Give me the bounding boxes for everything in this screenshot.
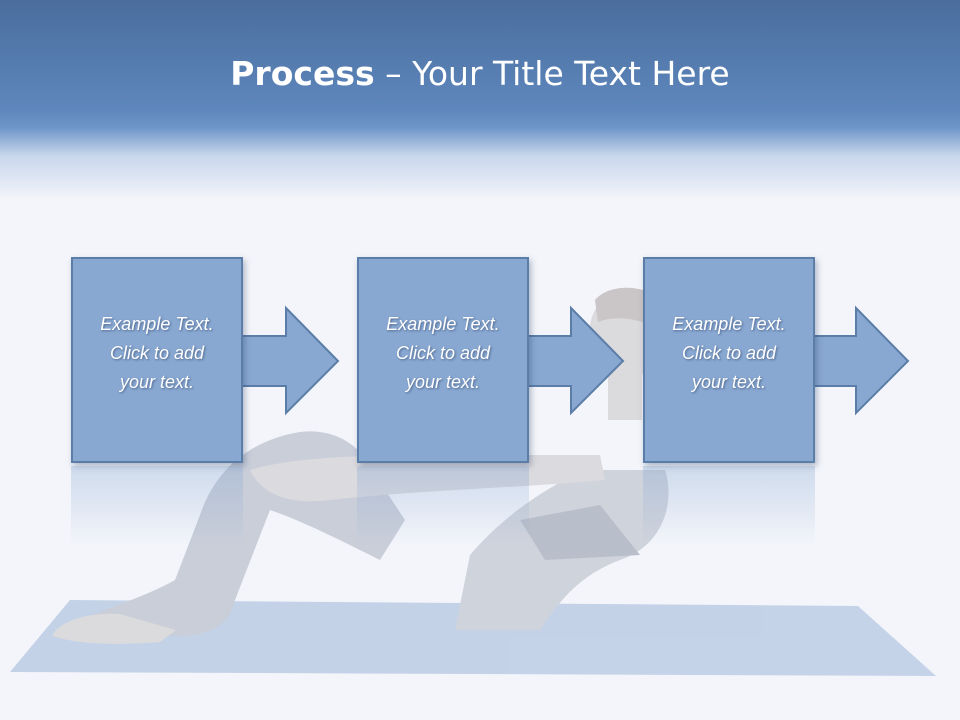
step-box-1-reflection <box>71 466 243 546</box>
yoga-mat <box>10 600 936 676</box>
arm-figure <box>250 455 605 502</box>
step-box-3-reflection <box>643 466 815 546</box>
step-text-2[interactable]: Example Text. Click to add your text. <box>386 314 500 392</box>
arrow-3 <box>808 305 910 416</box>
step-text-3[interactable]: Example Text. Click to add your text. <box>672 314 786 392</box>
step-box-3[interactable] <box>643 257 815 463</box>
foot-figure <box>52 613 176 644</box>
step-box-2[interactable] <box>357 257 529 463</box>
step-box-1[interactable] <box>71 257 243 463</box>
step-text-1[interactable]: Example Text. Click to add your text. <box>100 314 214 392</box>
title-bold: Process <box>230 54 375 93</box>
neck-figure <box>608 370 642 420</box>
step-box-2-reflection <box>357 466 529 546</box>
title-rest: – Your Title Text Here <box>374 54 730 93</box>
arrow-1 <box>237 305 340 416</box>
slide-title[interactable]: Process – Your Title Text Here <box>0 52 960 96</box>
header-band <box>0 0 960 200</box>
arrow-2 <box>523 305 625 416</box>
top-garment <box>520 505 640 560</box>
